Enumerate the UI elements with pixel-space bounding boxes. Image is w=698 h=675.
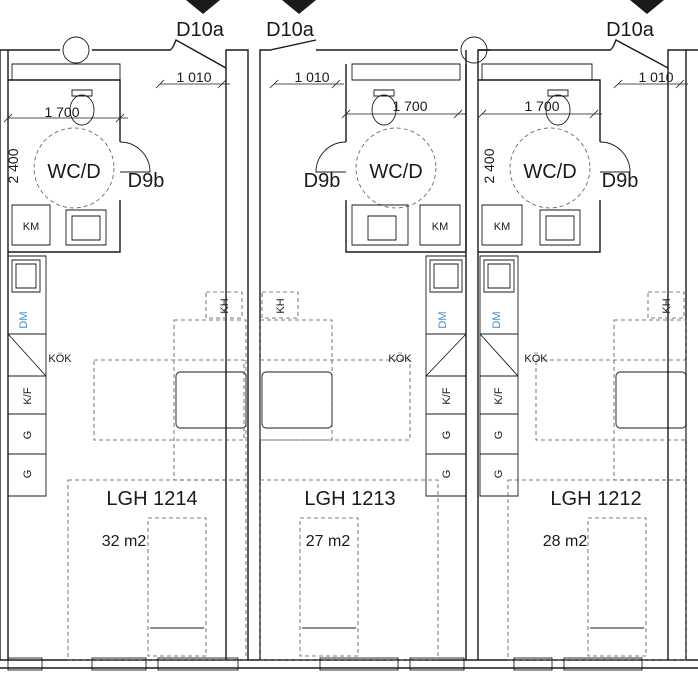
kitchen-1212 [479, 255, 519, 497]
bathroom-1213 [315, 63, 467, 253]
kh-label-1213: KH [275, 298, 287, 313]
kh-label-1212: KH [661, 298, 673, 313]
g-label-1214-a: G [22, 431, 34, 440]
km-label-1214: KM [23, 221, 40, 233]
dm-label-1213: DM [437, 311, 449, 328]
kitchen-1213 [425, 255, 467, 497]
g-label-1213-b: G [441, 470, 453, 479]
bathroom-1212 [478, 63, 631, 253]
column-mid [460, 36, 488, 64]
dim-label-width-1214: 1 700 [44, 104, 79, 120]
unit-name-1212: LGH 1212 [550, 488, 641, 510]
dim-label-height-1214: 2 400 [5, 148, 21, 183]
dim-label-height-1212: 2 400 [481, 148, 497, 183]
dim-label-door-1213: 1 010 [294, 69, 329, 85]
g-label-1212-b: G [493, 470, 505, 479]
km-label-1212: KM [494, 221, 511, 233]
door-label-d9b-1213: D9b [304, 170, 341, 192]
door-label-d9b-1214: D9b [128, 170, 165, 192]
g-label-1213-a: G [441, 431, 453, 440]
unit-name-1213: LGH 1213 [304, 488, 395, 510]
dm-label-1212: DM [491, 311, 503, 328]
dim-label-width-1213: 1 700 [392, 98, 427, 114]
kf-label-1212: K/F [493, 387, 505, 404]
kh-label-1214: KH [219, 298, 231, 313]
door-markers [186, 0, 664, 14]
room-label-wc-1213: WC/D [369, 161, 422, 183]
dm-label-1214: DM [18, 311, 30, 328]
bathroom-1214 [8, 63, 151, 253]
kitchen-label-1212: KÖK [524, 353, 548, 365]
dim-label-door-1212: 1 010 [638, 69, 673, 85]
unit-name-1214: LGH 1214 [106, 488, 197, 510]
unit-area-1213: 27 m2 [306, 533, 351, 550]
door-label-d9b-1212: D9b [602, 170, 639, 192]
room-label-wc-1214: WC/D [47, 161, 100, 183]
dimension-lines [3, 79, 688, 123]
kitchen-label-1214: KÖK [48, 353, 72, 365]
unit-area-1212: 28 m2 [543, 533, 588, 550]
furniture [67, 291, 687, 661]
column-left [62, 36, 90, 64]
dim-label-width-1212: 1 700 [524, 98, 559, 114]
unit-area-1214: 32 m2 [102, 533, 147, 550]
g-label-1214-b: G [22, 470, 34, 479]
kitchen-1214 [7, 255, 47, 497]
dim-label-door-1214: 1 010 [176, 69, 211, 85]
km-label-1213: KM [432, 221, 449, 233]
kitchen-label-1213: KÖK [388, 353, 412, 365]
kf-label-1214: K/F [22, 387, 34, 404]
door-label-d10a-1214: D10a [176, 19, 225, 41]
kf-label-1213: K/F [441, 387, 453, 404]
windows [7, 657, 643, 671]
walls [0, 38, 698, 669]
door-label-d10a-1213: D10a [266, 19, 315, 41]
room-label-wc-1212: WC/D [523, 161, 576, 183]
door-label-d10a-1212: D10a [606, 19, 655, 41]
g-label-1212-a: G [493, 431, 505, 440]
